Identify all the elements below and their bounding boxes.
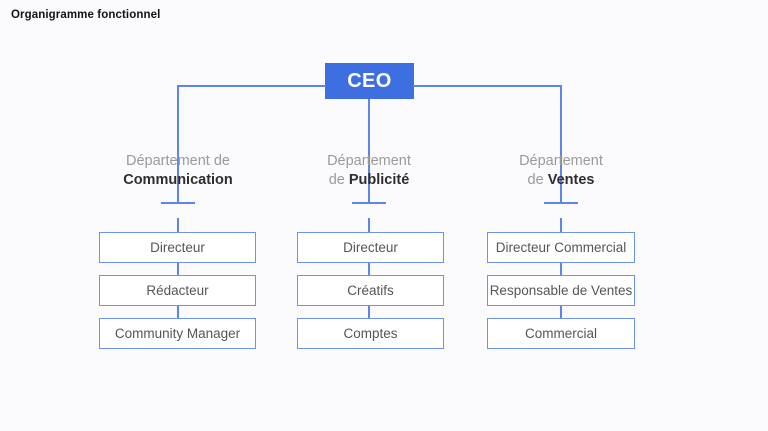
department-name: Ventes: [547, 172, 595, 188]
role-box-publicite-2[interactable]: Créatifs: [297, 275, 444, 306]
role-label: Rédacteur: [146, 282, 209, 298]
connector-cap-publicite: [352, 202, 386, 204]
connector-bus-left: [177, 85, 326, 87]
department-header-ventes: Département de Ventes: [461, 152, 661, 190]
role-label: Directeur: [150, 239, 205, 255]
ceo-label: CEO: [347, 70, 392, 92]
role-label: Directeur: [343, 239, 398, 255]
department-header-communication: Département de Communication: [78, 152, 278, 190]
connector-role-ventes-1-2: [560, 263, 562, 275]
role-label: Directeur Commercial: [495, 239, 627, 255]
role-box-publicite-3[interactable]: Comptes: [297, 318, 444, 349]
connector-drop-ventes: [560, 85, 562, 203]
role-box-publicite-1[interactable]: Directeur: [297, 232, 444, 263]
connector-role-publicite-1-2: [368, 263, 370, 275]
role-box-communication-1[interactable]: Directeur: [99, 232, 256, 263]
page-title: Organigramme fonctionnel: [11, 9, 161, 21]
connector-role-ventes-2-3: [560, 306, 562, 318]
connector-bus-right: [413, 85, 562, 87]
department-line1: Département: [327, 153, 411, 169]
connector-cap-communication: [161, 202, 195, 204]
role-box-ventes-2[interactable]: Responsable de Ventes: [487, 275, 635, 306]
connector-header-to-role-ventes: [560, 218, 562, 233]
role-label: Commercial: [524, 325, 597, 341]
connector-role-publicite-2-3: [368, 306, 370, 318]
department-line2-prefix: de: [328, 172, 349, 188]
department-line2: de Ventes: [461, 171, 661, 190]
department-line1: Département: [519, 153, 603, 169]
department-line2: Communication: [78, 171, 278, 190]
role-label: Community Manager: [114, 325, 241, 341]
ceo-node[interactable]: CEO: [325, 63, 414, 99]
role-box-communication-2[interactable]: Rédacteur: [99, 275, 256, 306]
connector-role-communication-1-2: [177, 263, 179, 275]
role-box-communication-3[interactable]: Community Manager: [99, 318, 256, 349]
department-line2: de Publicité: [269, 171, 469, 190]
connector-drop-publicite: [368, 99, 370, 203]
department-line2-prefix: de: [527, 172, 548, 188]
department-name: Publicité: [348, 172, 410, 188]
connector-header-to-role-publicite: [368, 218, 370, 233]
role-label: Responsable de Ventes: [489, 282, 633, 298]
role-box-ventes-3[interactable]: Commercial: [487, 318, 635, 349]
role-label: Comptes: [343, 325, 398, 341]
role-label: Créatifs: [347, 282, 394, 298]
connector-role-communication-2-3: [177, 306, 179, 318]
connector-cap-ventes: [544, 202, 578, 204]
department-line1: Département de: [126, 153, 230, 169]
connector-drop-communication: [177, 85, 179, 203]
department-header-publicite: Département de Publicité: [269, 152, 469, 190]
department-name: Communication: [123, 172, 233, 188]
role-box-ventes-1[interactable]: Directeur Commercial: [487, 232, 635, 263]
connector-header-to-role-communication: [177, 218, 179, 233]
